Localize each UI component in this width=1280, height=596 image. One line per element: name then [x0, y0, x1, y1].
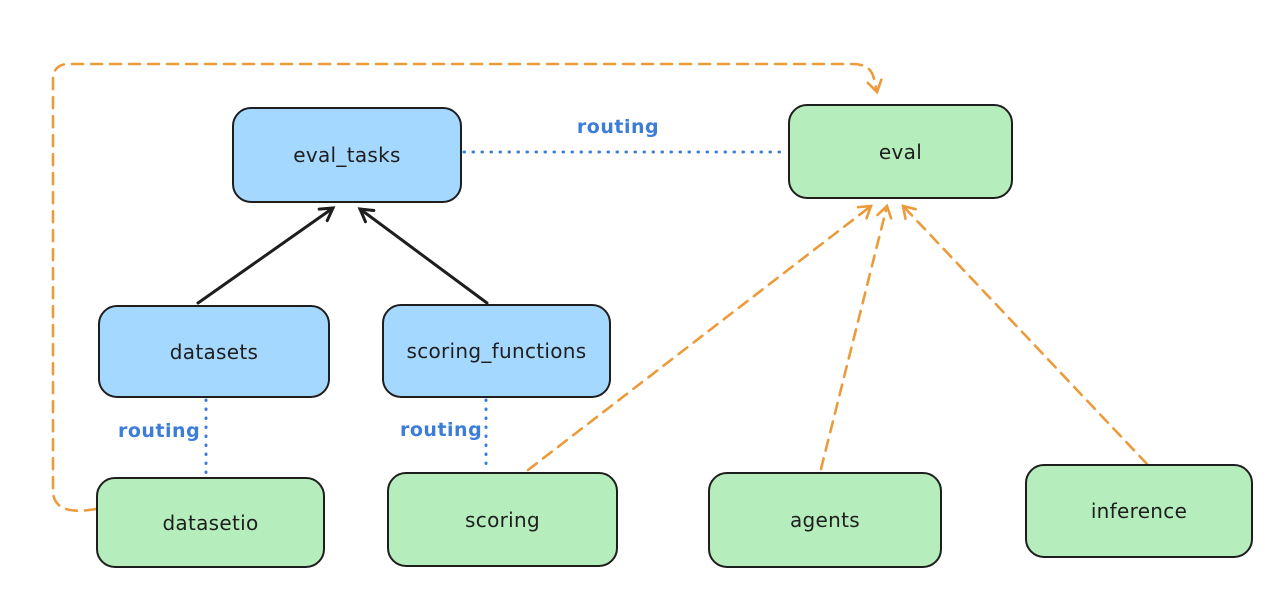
- node-scoring-functions: scoring_functions: [382, 304, 611, 398]
- edge-datasets-to-eval-tasks: [196, 206, 336, 305]
- node-agents: agents: [708, 472, 942, 568]
- node-eval-label: eval: [878, 139, 923, 164]
- node-eval-tasks-label: eval_tasks: [293, 143, 401, 167]
- node-scoring-functions-label: scoring_functions: [406, 339, 587, 363]
- edge-datasetio-to-eval: [51, 62, 883, 512]
- node-eval: eval: [788, 104, 1013, 199]
- node-datasetio: datasetio: [96, 477, 325, 568]
- edge-inference-to-eval: [901, 204, 1149, 466]
- node-inference-label: inference: [1090, 499, 1188, 523]
- edge-agents-to-eval: [819, 203, 893, 471]
- edge-label-routing-eval-tasks-eval: routing: [576, 116, 660, 138]
- node-eval-tasks: eval_tasks: [232, 107, 462, 203]
- node-datasetio-label: datasetio: [162, 510, 259, 535]
- node-inference: inference: [1025, 464, 1253, 558]
- edge-scoring-to-eval: [526, 204, 873, 472]
- edge-label-routing-scoring-functions-scoring: routing: [400, 419, 483, 441]
- node-scoring-label: scoring: [465, 507, 540, 532]
- edge-scoring-functions-to-eval-tasks: [357, 207, 489, 305]
- node-datasets: datasets: [98, 305, 330, 398]
- node-datasets-label: datasets: [169, 339, 259, 364]
- edge-label-routing-datasets-datasetio: routing: [118, 420, 201, 442]
- node-agents-label: agents: [790, 508, 860, 532]
- node-scoring: scoring: [387, 472, 618, 567]
